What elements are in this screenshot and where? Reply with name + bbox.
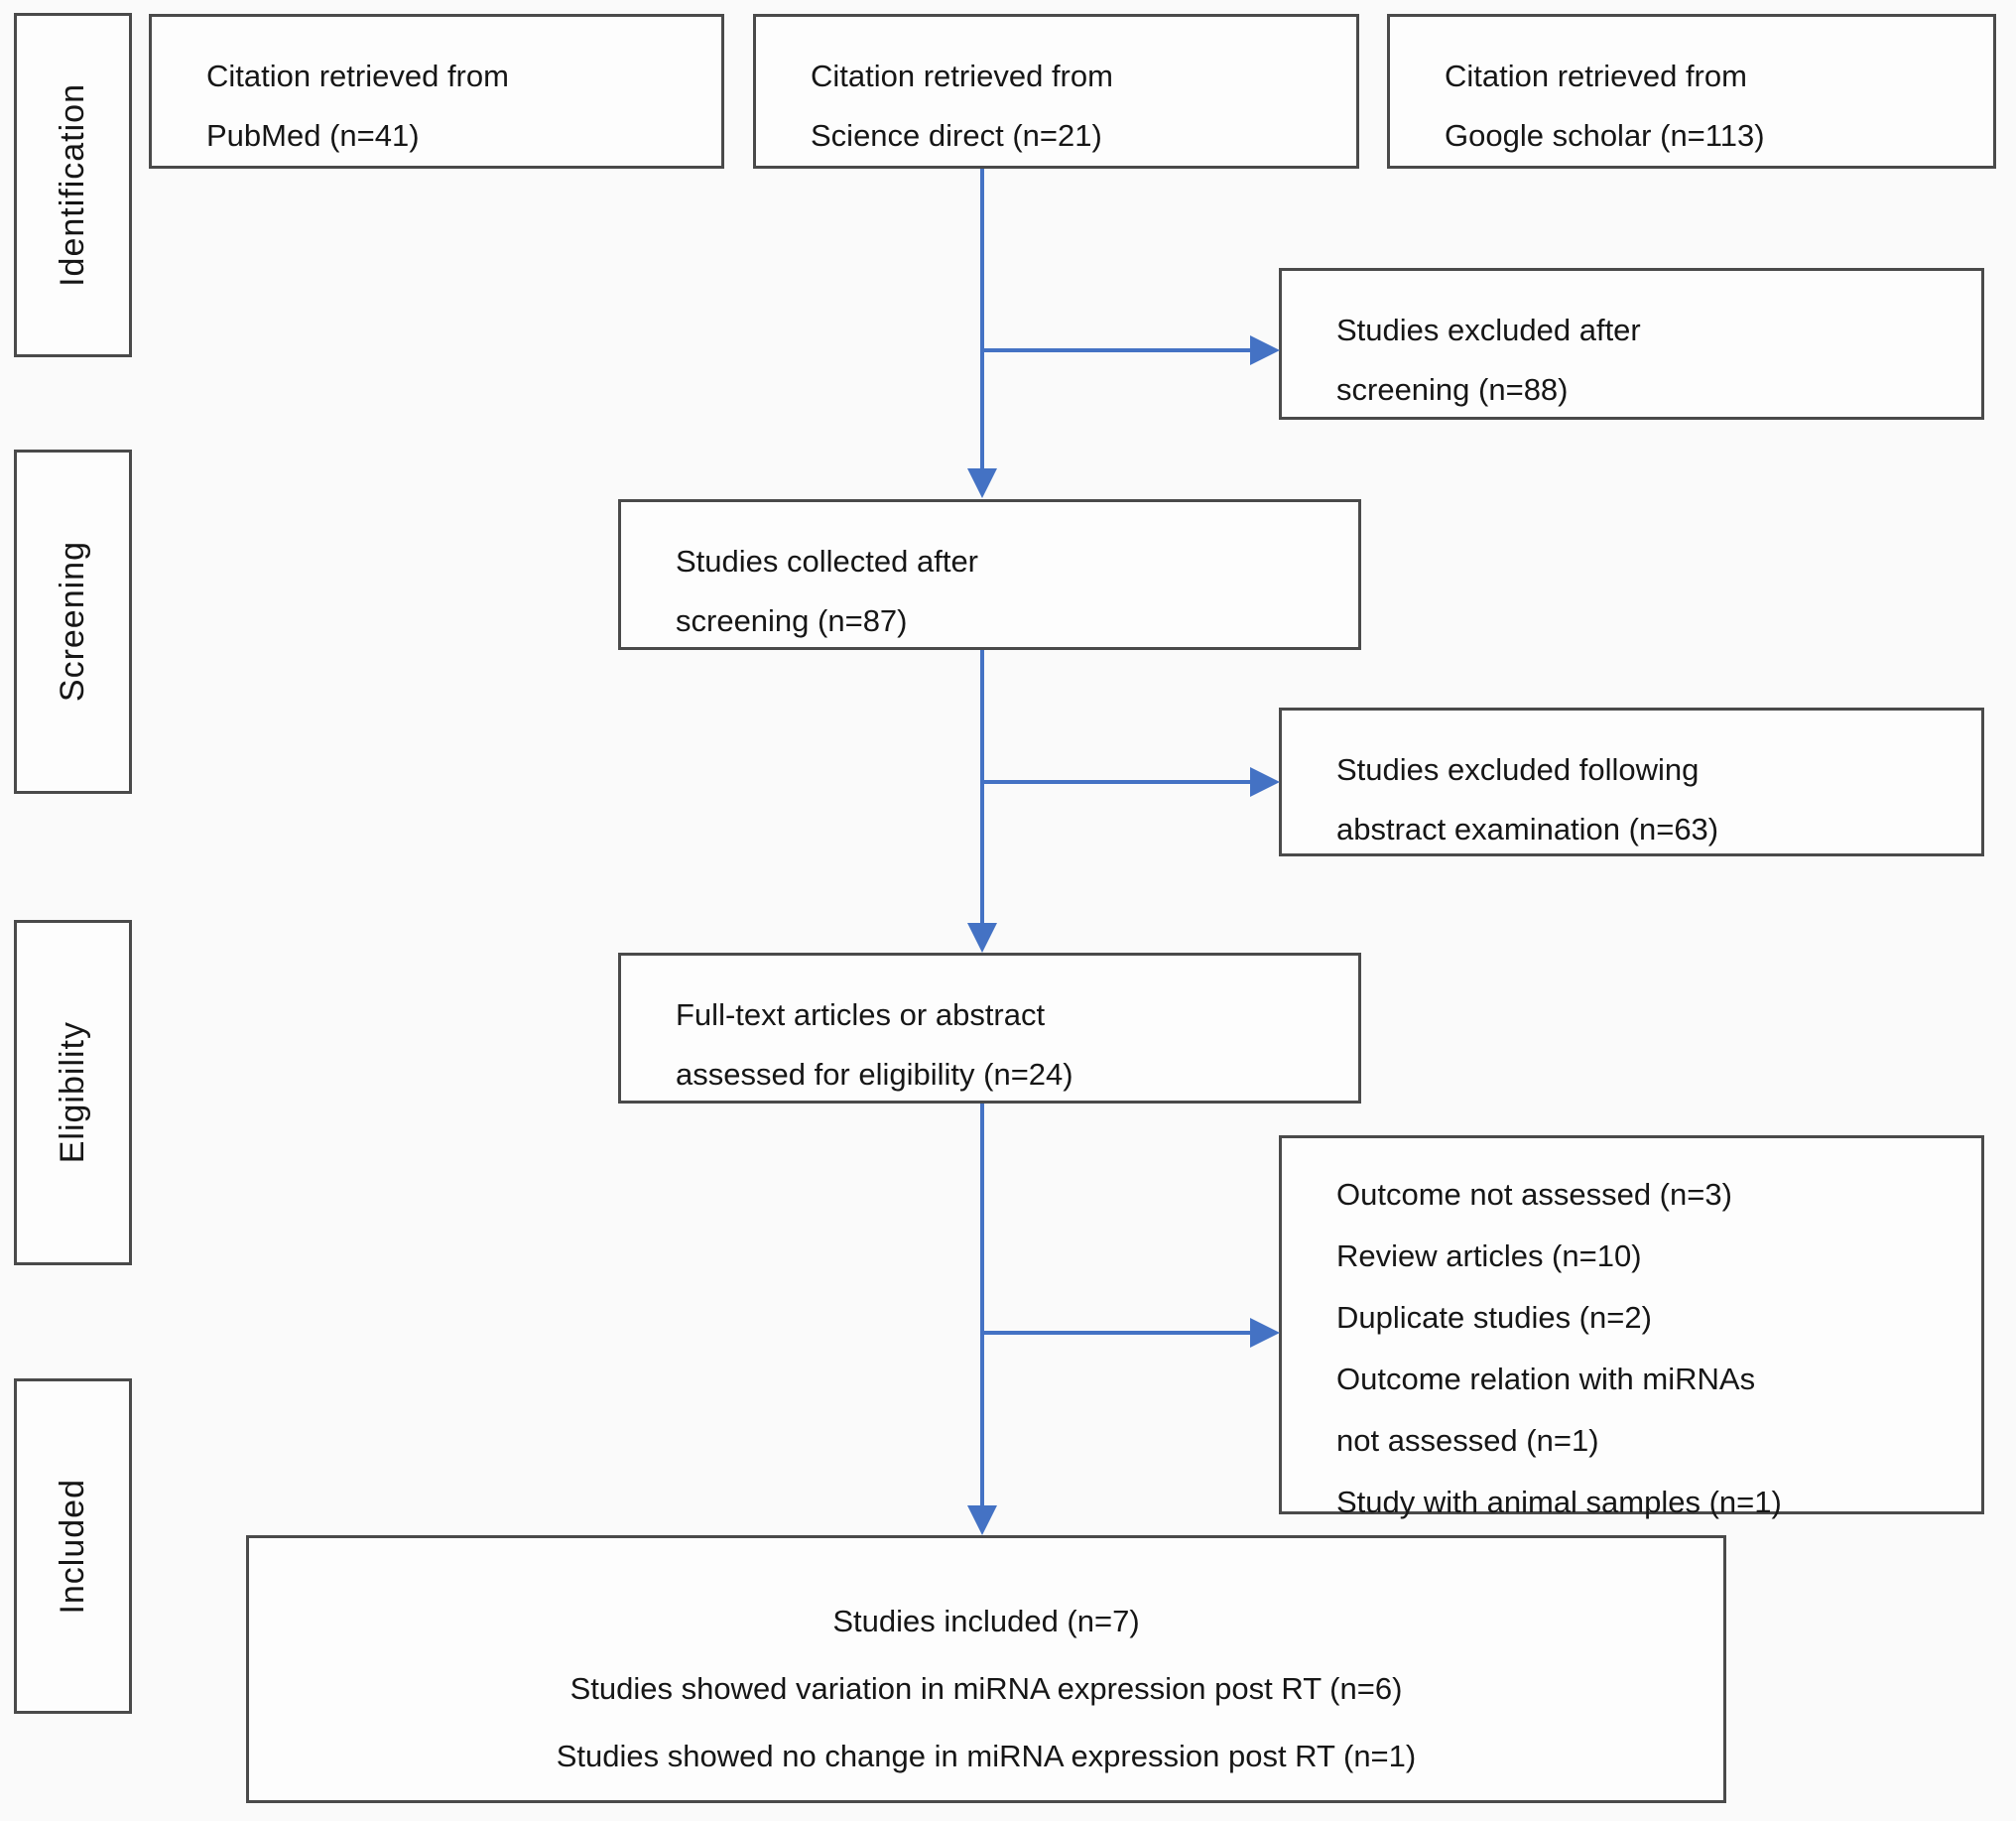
stage-label-identification: Identification [54,83,91,287]
text-line: Citation retrieved from [1445,59,1747,93]
text-line: Studies excluded following [1336,752,1700,787]
box-included-studies: Studies included (n=7) Studies showed va… [246,1535,1726,1803]
box-excluded-abstract: Studies excluded following abstract exam… [1279,708,1984,856]
box-google-scholar: Citation retrieved from Google scholar (… [1387,14,1996,169]
stage-label-eligibility: Eligibility [54,1021,91,1164]
text-line: Study with animal samples (n=1) [1336,1485,1782,1519]
text-line: assessed for eligibility (n=24) [676,1057,1073,1092]
box-collected: Studies collected after screening (n=87) [618,499,1361,650]
arrow-down-icon [967,923,997,953]
text-line: Full-text articles or abstract [676,997,1046,1032]
text-line: Studies included (n=7) [832,1604,1140,1638]
connector-vertical-1 [980,169,984,468]
arrow-down-icon [967,468,997,498]
stage-label-screening: Screening [54,541,91,703]
stage-box-identification: Identification [14,13,132,357]
connector-vertical-3 [980,1104,984,1505]
box-fulltext: Full-text articles or abstract assessed … [618,953,1361,1104]
connector-branch-2 [982,780,1250,784]
connector-branch-3 [982,1331,1250,1335]
arrow-right-icon [1250,335,1280,365]
stage-box-included: Included [14,1378,132,1714]
text-line: Studies showed variation in miRNA expres… [569,1671,1403,1706]
text-line: Google scholar (n=113) [1445,118,1765,153]
arrow-right-icon [1250,767,1280,797]
box-science-direct: Citation retrieved from Science direct (… [753,14,1359,169]
text-line: Duplicate studies (n=2) [1336,1300,1652,1335]
text-line: Citation retrieved from [811,59,1113,93]
box-excluded-screening: Studies excluded after screening (n=88) [1279,268,1984,420]
text-line: screening (n=87) [676,603,908,638]
text-line: Science direct (n=21) [811,118,1102,153]
stage-box-eligibility: Eligibility [14,920,132,1265]
stage-box-screening: Screening [14,450,132,794]
text-line: screening (n=88) [1336,372,1569,407]
box-pubmed: Citation retrieved from PubMed (n=41) [149,14,724,169]
text-line: Studies collected after [676,544,979,579]
arrow-right-icon [1250,1318,1280,1348]
text-line: Outcome not assessed (n=3) [1336,1177,1732,1212]
text-line: Outcome relation with miRNAs [1336,1362,1756,1396]
text-line: Studies showed no change in miRNA expres… [556,1739,1417,1773]
arrow-down-icon [967,1505,997,1535]
connector-branch-1 [982,348,1250,352]
text-line: Review articles (n=10) [1336,1238,1642,1273]
stage-label-included: Included [54,1478,91,1615]
text-line: abstract examination (n=63) [1336,812,1719,846]
text-line: PubMed (n=41) [206,118,420,153]
text-line: not assessed (n=1) [1336,1423,1599,1458]
text-line: Citation retrieved from [206,59,509,93]
connector-vertical-2 [980,650,984,923]
text-line: Studies excluded after [1336,313,1641,347]
box-exclusion-reasons: Outcome not assessed (n=3) Review articl… [1279,1135,1984,1519]
